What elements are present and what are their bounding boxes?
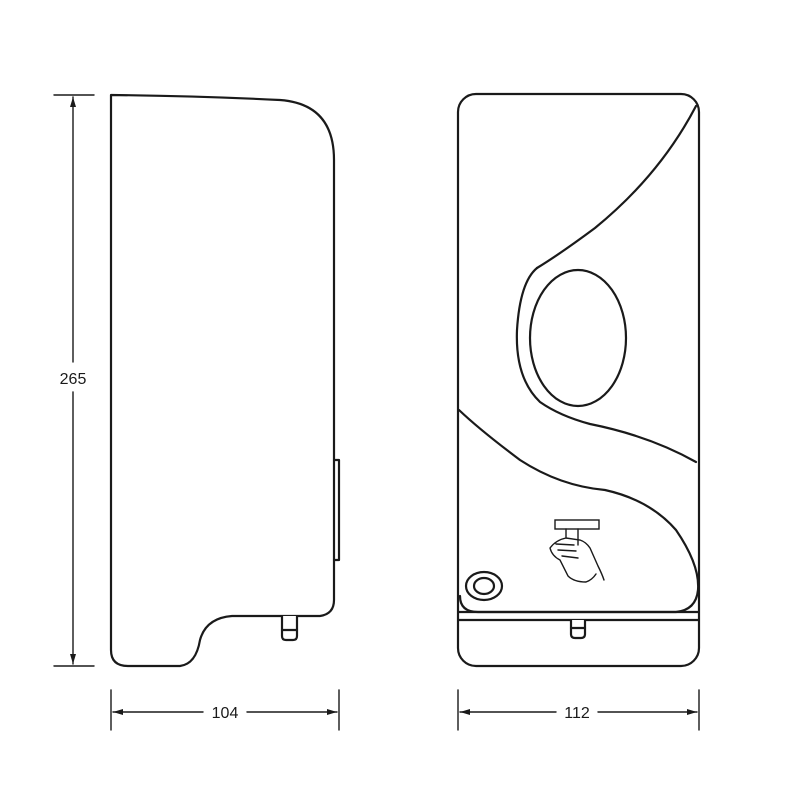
side-view-panel-step (332, 458, 341, 562)
side-view-body-outline (109, 93, 336, 668)
hand-sensor-icon (549, 519, 605, 583)
side-view-nozzle (280, 616, 299, 642)
side-width-dimension: 104 (110, 689, 340, 731)
front-view-cover-curve-upper (535, 104, 698, 270)
front-view-sensor-window (528, 268, 628, 408)
side-width-label: 104 (212, 705, 239, 722)
side-view (109, 93, 341, 668)
hand-sensor-icon-hand (549, 537, 605, 583)
height-label: 265 (60, 371, 87, 388)
front-view-body-outline (456, 92, 701, 668)
front-view-lock-button-outer (464, 570, 504, 602)
front-view-cover-panel (515, 266, 698, 464)
height-dimension: 265 (53, 94, 95, 667)
front-width-dimension: 112 (457, 689, 700, 731)
front-width-label: 112 (564, 705, 590, 722)
height-label-bg (56, 364, 90, 390)
front-view (456, 92, 701, 668)
front-view-lock-button-inner (472, 576, 496, 596)
hand-sensor-icon-dispenser (554, 519, 600, 530)
